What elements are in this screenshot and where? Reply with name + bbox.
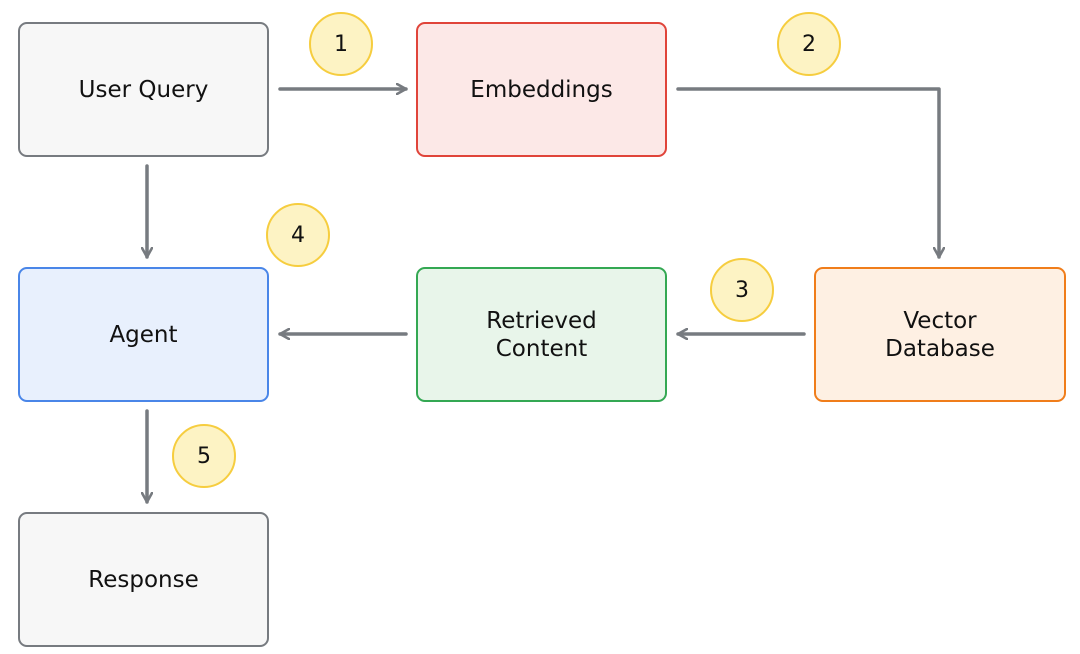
step-badge-4: 4 [266, 203, 330, 267]
response-node: Response [18, 512, 269, 647]
step-badge-2: 2 [777, 12, 841, 76]
step-badge-3-label: 3 [735, 277, 749, 303]
arrow-embeddings-to-vector-database [676, 87, 939, 259]
step-badge-3: 3 [710, 258, 774, 322]
retrieved-content-label: Retrieved Content [486, 307, 597, 362]
retrieved-content-node: Retrieved Content [416, 267, 667, 402]
vector-database-label: Vector Database [885, 307, 995, 362]
embeddings-node: Embeddings [416, 22, 667, 157]
agent-label: Agent [109, 321, 178, 348]
user-query-label: User Query [78, 76, 209, 103]
response-label: Response [88, 566, 199, 593]
step-badge-5-label: 5 [197, 443, 211, 469]
step-badge-2-label: 2 [802, 31, 816, 57]
step-badge-4-label: 4 [291, 222, 305, 248]
vector-database-node: Vector Database [814, 267, 1066, 402]
agent-node: Agent [18, 267, 269, 402]
step-badge-5: 5 [172, 424, 236, 488]
step-badge-1-label: 1 [334, 31, 348, 57]
step-badge-1: 1 [309, 12, 373, 76]
user-query-node: User Query [18, 22, 269, 157]
embeddings-label: Embeddings [470, 76, 613, 103]
